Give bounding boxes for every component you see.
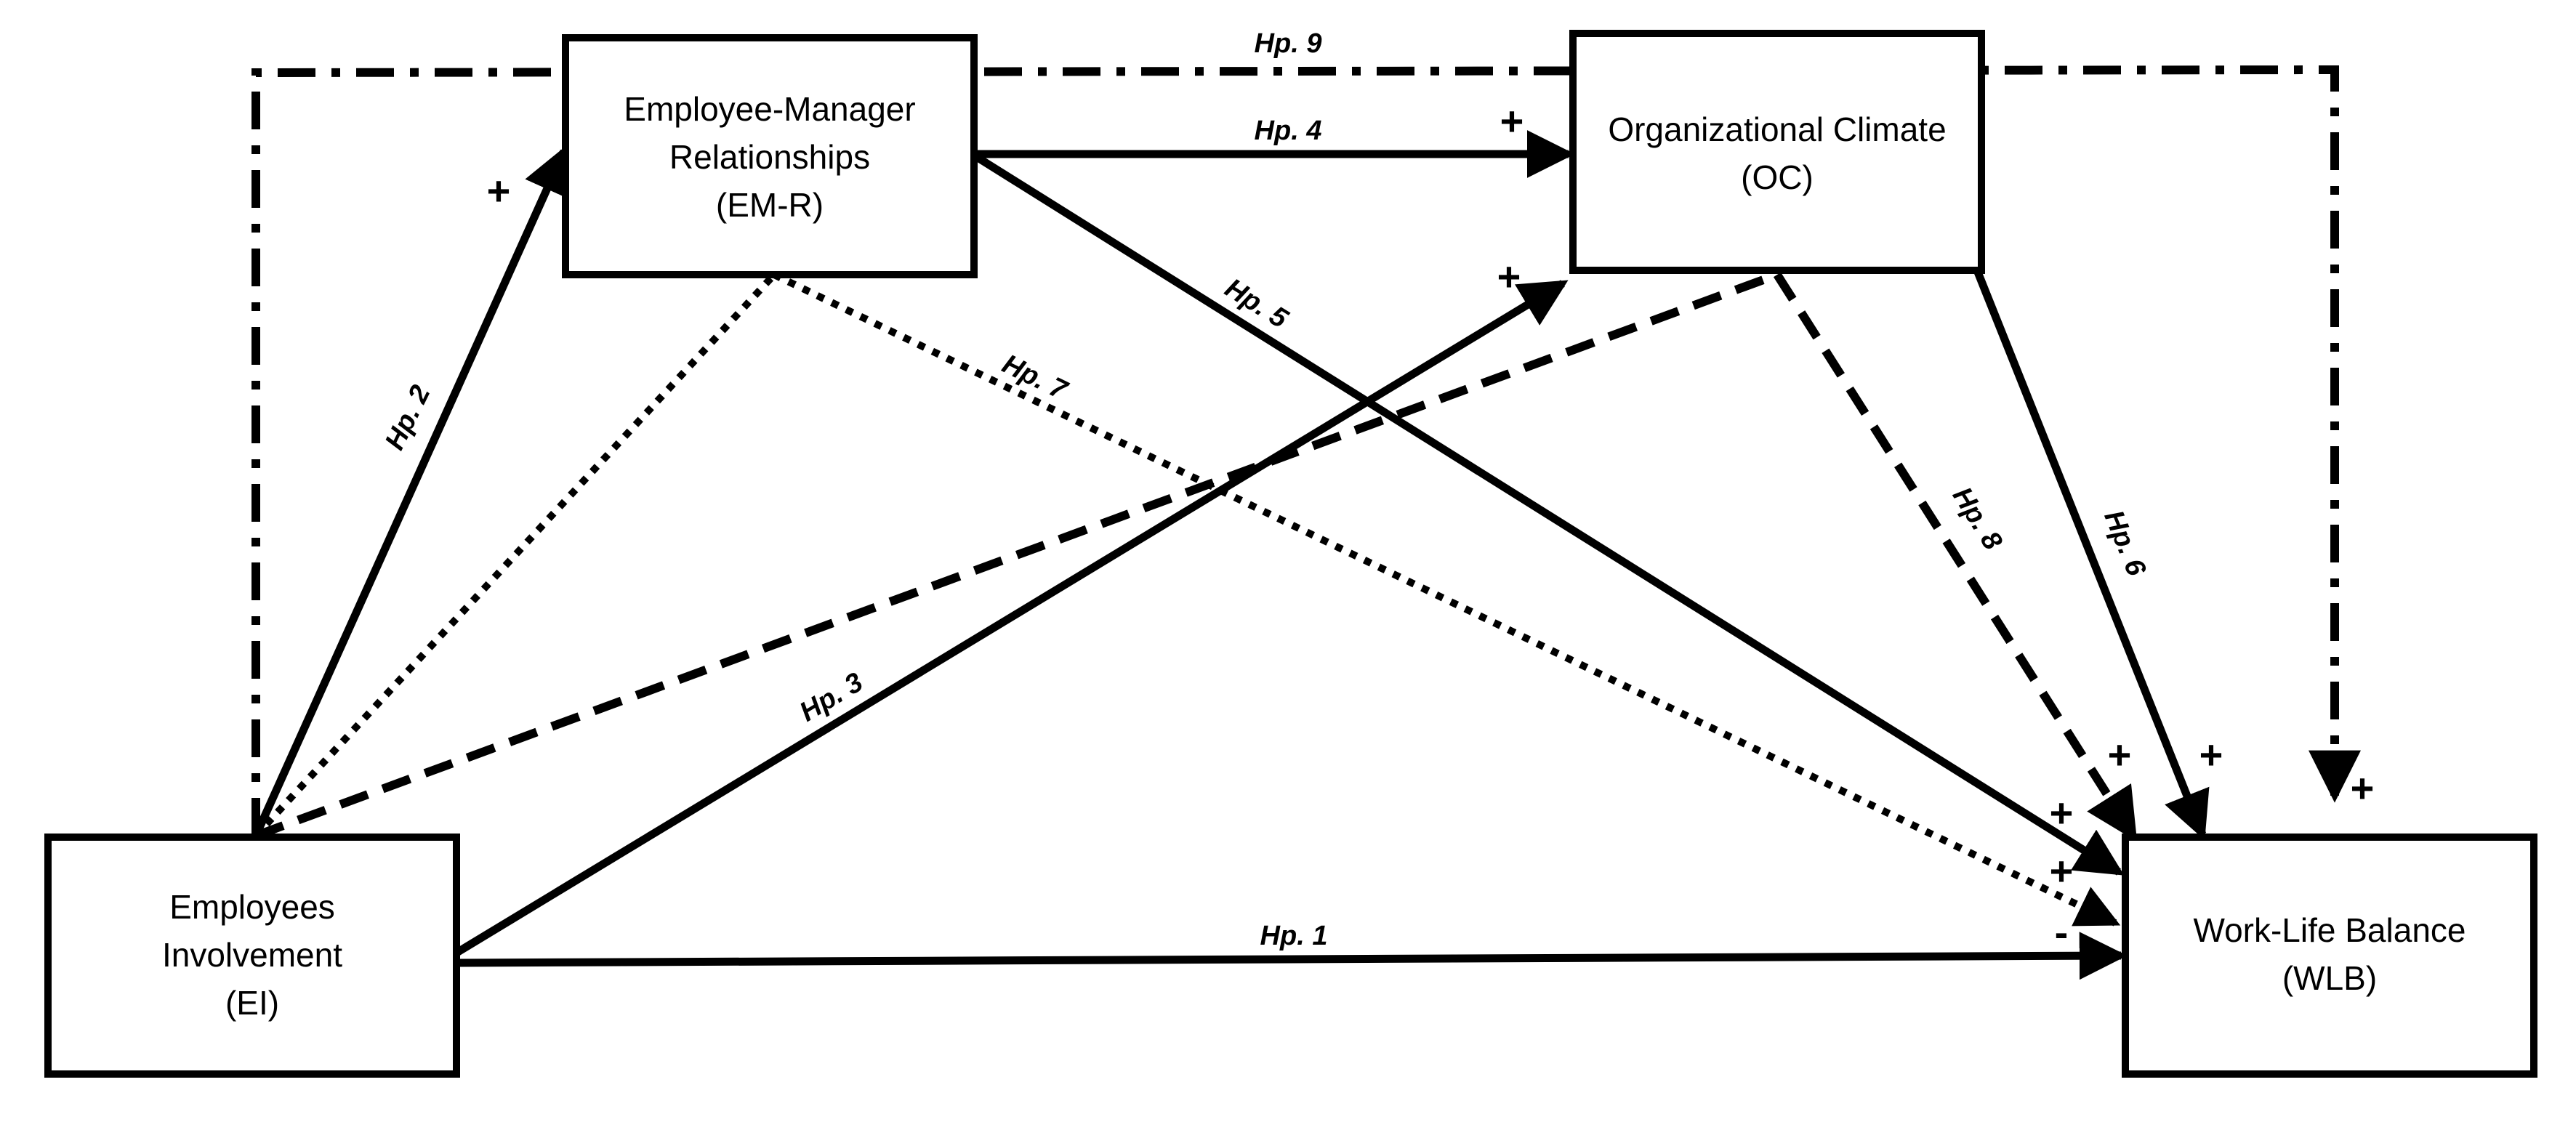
hp6-label: Hp. 6 <box>2098 506 2152 581</box>
hp1-arrow <box>457 932 2128 980</box>
ei-label-line1: Employees <box>169 888 335 926</box>
hp8-path-oc-wlb <box>1773 272 2138 842</box>
hp3-label: Hp. 3 <box>794 667 868 728</box>
hp3-arrow <box>456 280 1569 956</box>
sign-hp5-wlb: + <box>2050 790 2074 836</box>
emr-box <box>562 34 978 278</box>
sign-ei-emr: + <box>487 168 511 214</box>
hp4-label: Hp. 4 <box>1255 116 1322 146</box>
emr-label-line3: (EM-R) <box>716 186 824 224</box>
hp1-label: Hp. 1 <box>1260 921 1328 951</box>
wlb-box <box>2122 834 2537 1078</box>
emr-label-line2: Relationships <box>669 138 870 176</box>
hp5-arrow <box>973 153 2125 876</box>
wlb-label-line2: (WLB) <box>2282 959 2377 997</box>
hp9-label: Hp. 9 <box>1255 28 1322 59</box>
hp2-label: Hp. 2 <box>379 381 436 455</box>
ei-box <box>44 834 460 1078</box>
oc-box <box>1569 30 1985 274</box>
hp8-label: Hp. 8 <box>1947 482 2008 556</box>
ei-label-line3: (EI) <box>225 984 279 1022</box>
hp7-path-ei-emr <box>253 272 777 839</box>
hp2-arrow <box>251 145 569 838</box>
wlb-label-line1: Work-Life Balance <box>2194 911 2466 949</box>
sign-ei-oc: + <box>1497 254 1521 299</box>
emr-label-line1: Employee-Manager <box>624 90 915 128</box>
sign-hp1-wlb: - <box>2055 909 2069 955</box>
sign-hp9-wlb: + <box>2351 765 2375 811</box>
hp6-arrow <box>1973 268 2210 841</box>
sign-emr-oc: + <box>1500 98 1524 144</box>
oc-label-line2: (OC) <box>1741 158 1814 196</box>
sign-hp7-wlb: + <box>2050 848 2074 894</box>
sign-hp6-wlb: + <box>2199 732 2223 778</box>
ei-label-line2: Involvement <box>162 936 342 974</box>
hp7-path-emr-wlb <box>772 271 2121 927</box>
hp5-label: Hp. 5 <box>1220 273 1294 334</box>
oc-label-line1: Organizational Climate <box>1608 110 1946 148</box>
sign-hp8-wlb: + <box>2108 732 2132 778</box>
